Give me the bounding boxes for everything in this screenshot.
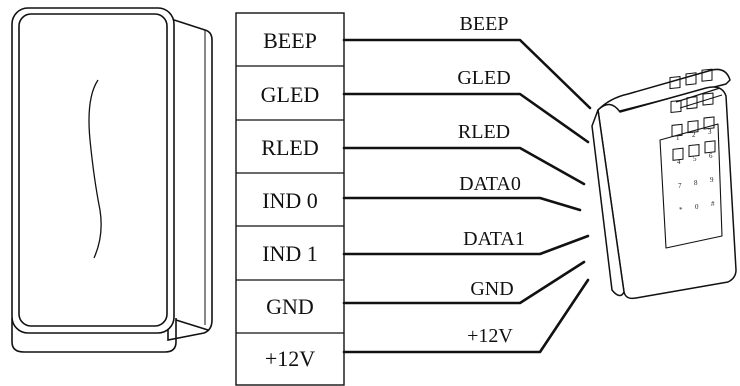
key-hash <box>704 140 716 154</box>
key-8 <box>687 120 699 134</box>
key-label-1: 1 <box>676 134 680 142</box>
terminal-gled: GLED <box>261 82 320 107</box>
key-label-3: 3 <box>708 128 712 136</box>
key-label-2: 2 <box>692 131 696 139</box>
wire-label-data0: DATA0 <box>459 173 521 195</box>
wires <box>342 38 592 354</box>
terminal-ind0: IND 0 <box>262 188 318 213</box>
wire-gnd <box>342 260 586 305</box>
key-label-hash: # <box>711 200 715 208</box>
key-2 <box>685 72 697 86</box>
wire-data1 <box>342 234 590 256</box>
key-label-0: 0 <box>695 203 699 211</box>
wire-label-12v: +12V <box>467 325 513 347</box>
terminal-beep: BEEP <box>263 28 317 53</box>
wire-data0 <box>342 196 582 212</box>
key-label-9: 9 <box>710 176 714 184</box>
wire-label-beep: BEEP <box>460 13 509 35</box>
wire-label-data1: DATA1 <box>463 228 525 250</box>
card-reader-device <box>11 7 213 353</box>
terminal-gnd: GND <box>266 294 314 319</box>
wire-label-rled: RLED <box>458 121 510 143</box>
terminal-rled: RLED <box>261 135 318 160</box>
key-5 <box>686 96 698 110</box>
wire-label-gled: GLED <box>457 67 510 89</box>
keypad-controller <box>591 68 737 300</box>
keypad-key-numbers: 1 2 3 4 5 6 7 8 9 * 0 # <box>676 128 715 214</box>
key-7 <box>671 123 683 137</box>
key-label-7: 7 <box>678 182 682 190</box>
key-label-8: 8 <box>694 179 698 187</box>
terminal-block: BEEP GLED RLED IND 0 IND 1 GND +12V <box>235 12 345 386</box>
key-6 <box>702 92 714 106</box>
key-star <box>672 147 684 161</box>
wire-12v <box>342 278 590 354</box>
wire-rled <box>342 146 586 186</box>
key-label-star: * <box>679 206 683 214</box>
wire-gled <box>342 92 590 144</box>
wire-labels: BEEP GLED RLED DATA0 DATA1 GND +12V <box>457 13 525 347</box>
wire-label-gnd: GND <box>470 278 513 300</box>
key-label-4: 4 <box>677 158 681 166</box>
keypad-keys <box>669 68 716 161</box>
key-9 <box>703 116 715 130</box>
key-label-6: 6 <box>709 152 713 160</box>
key-3 <box>701 68 713 82</box>
key-label-5: 5 <box>693 155 697 163</box>
card-wave-icon <box>88 79 102 259</box>
wire-beep <box>342 38 592 110</box>
key-4 <box>670 99 682 114</box>
terminal-ind1: IND 1 <box>262 241 318 266</box>
key-1 <box>669 75 681 90</box>
terminal-12v: +12V <box>265 346 315 371</box>
key-0 <box>688 143 700 158</box>
